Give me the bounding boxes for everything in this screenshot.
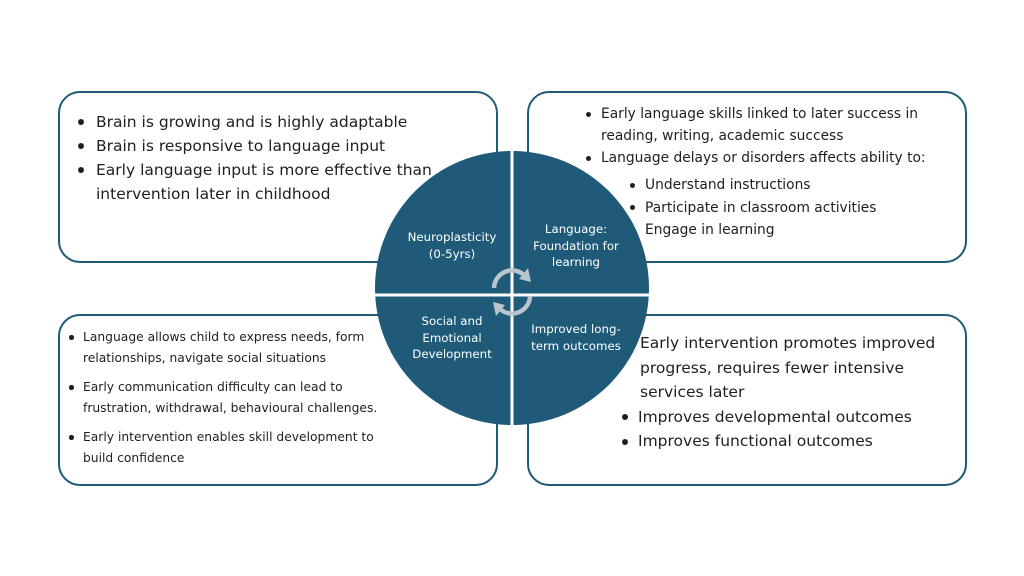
bullet-item: Brain is growing and is highly adaptable xyxy=(78,110,433,134)
bullet-item: Early intervention enables skill develop… xyxy=(68,427,398,469)
quadrant-label-social-emotional: Social and Emotional Development xyxy=(412,314,492,361)
sub-bullet-item: Understand instructions xyxy=(630,174,931,197)
refresh-cycle-icon xyxy=(491,268,533,316)
bullet-item: Language delays or disorders affects abi… xyxy=(586,147,931,169)
outcomes-bullet-list: Early intervention promotes improved pro… xyxy=(622,331,962,454)
bullet-item: Early language input is more effective t… xyxy=(78,158,433,206)
neuroplasticity-bullet-list: Brain is growing and is highly adaptable… xyxy=(78,110,433,206)
bullet-item: Language allows child to express needs, … xyxy=(68,327,398,369)
sub-bullet-item: Participate in classroom activities xyxy=(630,197,931,220)
language-bullet-list: Early language skills linked to later su… xyxy=(586,103,931,242)
bullet-item: Improves functional outcomes xyxy=(622,429,962,454)
bullet-item: Brain is responsive to language input xyxy=(78,134,433,158)
social-emotional-bullet-list: Language allows child to express needs, … xyxy=(68,327,398,477)
bullet-item: Early communication difficulty can lead … xyxy=(68,377,398,419)
quadrant-label-long-term-outcomes: Improved long- term outcomes xyxy=(531,322,621,353)
quadrant-label-neuroplasticity: Neuroplasticity (0-5yrs) xyxy=(407,230,497,261)
quadrant-label-language: Language: Foundation for learning xyxy=(533,222,619,269)
bullet-item: Early intervention promotes improved pro… xyxy=(606,331,962,405)
bullet-item: Improves developmental outcomes xyxy=(622,405,962,430)
bullet-item: Early language skills linked to later su… xyxy=(586,103,931,147)
language-sub-bullet-list: Understand instructions Participate in c… xyxy=(586,174,931,242)
